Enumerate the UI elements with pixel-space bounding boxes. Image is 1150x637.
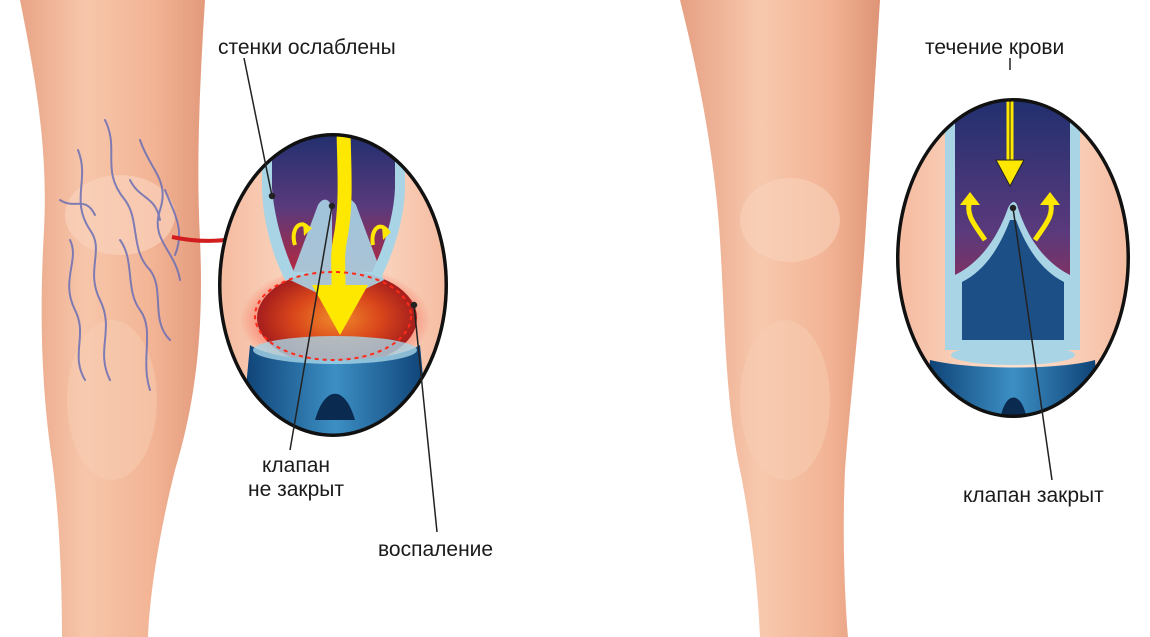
label-blood-flow: течение крови [925, 36, 1064, 60]
label-valve-open-line2: не закрыт [232, 478, 360, 502]
right-magnifier [890, 70, 1140, 430]
label-walls-weakened: стенки ослаблены [218, 36, 396, 60]
left-leg [20, 0, 205, 637]
label-inflammation: воспаление [378, 538, 493, 562]
right-leg [680, 0, 880, 637]
label-valve-open: клапан не закрыт [232, 454, 360, 502]
label-valve-open-line1: клапан [232, 454, 360, 478]
label-valve-closed: клапан закрыт [963, 484, 1104, 508]
